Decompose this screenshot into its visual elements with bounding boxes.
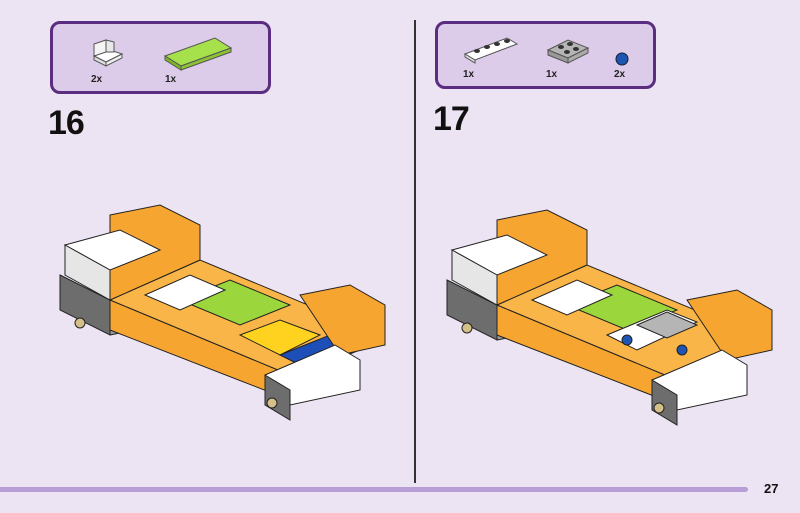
model-step-16 xyxy=(59,204,386,421)
lime-tile-part-icon xyxy=(163,37,233,71)
part-qty: 1x xyxy=(546,69,558,80)
step-divider xyxy=(414,20,416,483)
grey-plate-part-icon xyxy=(546,39,590,64)
step-number: 17 xyxy=(433,100,470,138)
blue-round-plate-part-icon xyxy=(615,52,629,66)
step-number: 16 xyxy=(48,104,85,142)
page-footer-bar xyxy=(0,487,748,492)
model-step-17 xyxy=(446,209,773,426)
white-plate-part-icon xyxy=(463,37,519,64)
part-qty: 1x xyxy=(463,69,475,80)
part-qty: 1x xyxy=(165,74,177,85)
white-panel-part-icon xyxy=(92,39,124,67)
page-number: 27 xyxy=(764,481,779,496)
parts-callout-step-17: 1x 1x 2x xyxy=(435,21,656,89)
parts-callout-step-16: 2x 1x xyxy=(50,21,271,94)
part-qty: 2x xyxy=(614,69,626,80)
part-qty: 2x xyxy=(91,74,103,85)
